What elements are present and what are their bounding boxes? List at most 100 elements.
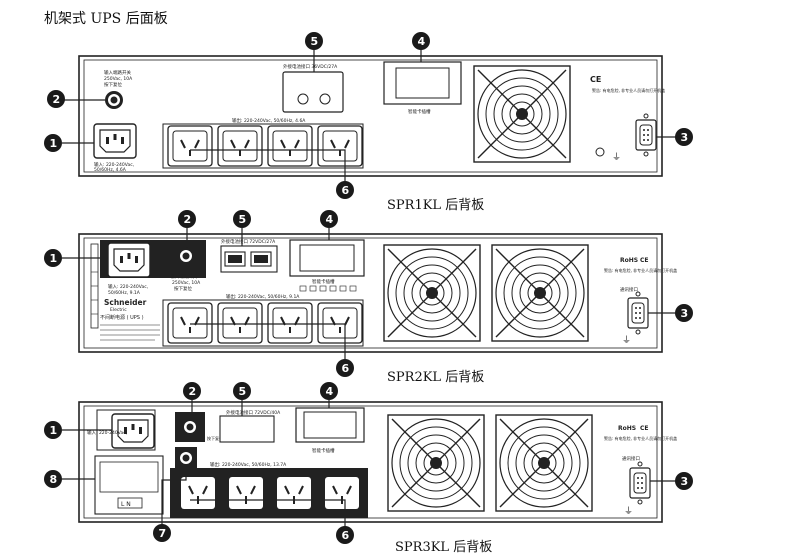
svg-text:1: 1: [50, 424, 58, 437]
outlet-icon: [223, 471, 269, 515]
battery-port-label: 外接电池接口 72VDC/27A: [221, 238, 276, 245]
input-label: 输入: 220-240Vac,: [94, 161, 134, 168]
callout-8: 8: [44, 470, 62, 488]
callout-3: 3: [675, 472, 693, 490]
brand-sub: Electric: [110, 307, 127, 313]
rohs-mark: RoHS: [620, 257, 638, 264]
svg-text:6: 6: [342, 184, 350, 197]
panel-spr3kl: 输入: 220-240Vac, 按下复位 L N 外接电池接口 72VDC/40…: [44, 382, 693, 544]
callout-4: 4: [320, 210, 338, 228]
comm-port-label: 通讯接口: [620, 286, 638, 293]
svg-text:4: 4: [418, 35, 426, 48]
caption-spr3kl: SPR3KL 后背板: [395, 540, 493, 555]
callout-6: 6: [336, 359, 354, 377]
callout-3: 3: [675, 128, 693, 146]
input-freq: 50/60Hz, 9.1A: [108, 290, 141, 296]
page-title: 机架式 UPS 后面板: [44, 11, 168, 27]
callout-4: 4: [320, 382, 338, 400]
callout-5: 5: [233, 210, 251, 228]
brand-logo: Schneider: [104, 298, 147, 307]
callout-6: 6: [336, 526, 354, 544]
product-name: 不间断电源 ( UPS ): [100, 314, 144, 321]
callout-4: 4: [412, 32, 430, 50]
svg-text:7: 7: [159, 527, 167, 540]
ground-icon: ⏚: [624, 506, 633, 517]
breaker-label: 输入端路开关: [104, 69, 131, 76]
breaker-label: 输入端路开关: [170, 273, 197, 280]
battery-connector-icon: [250, 251, 272, 267]
svg-text:6: 6: [342, 362, 350, 375]
callout-2: 2: [178, 210, 196, 228]
ac-inlet-icon: [107, 242, 151, 278]
svg-text:1: 1: [50, 252, 58, 265]
smart-slot-label: 智能卡插槽: [408, 108, 431, 115]
warning-label: 警告: 有电危险, 非专业人员请勿打开机盖: [604, 435, 677, 441]
comm-port-label: 通讯接口: [622, 455, 640, 462]
outlet-icon: [317, 125, 363, 167]
callout-2: 2: [47, 90, 65, 108]
battery-port-label: 外接电池接口 36VDC/27A: [283, 63, 338, 70]
svg-text:3: 3: [681, 307, 689, 320]
breaker-knob-icon: [105, 91, 123, 109]
callout-6: 6: [336, 181, 354, 199]
svg-text:1: 1: [50, 137, 58, 150]
ce-mark: CE: [590, 75, 601, 84]
ground-icon: ⏚: [612, 152, 621, 163]
input-freq: 50/60Hz, 4.6A: [94, 167, 127, 173]
output-label: 输出: 220-240Vac, 50/60Hz, 4.6A: [232, 117, 306, 124]
warning-label: 警告: 有电危险, 非专业人员请勿打开机盖: [604, 267, 677, 273]
svg-text:8: 8: [50, 473, 58, 486]
outlet-icon: [271, 471, 317, 515]
output-breaker-knob-icon: [177, 449, 195, 467]
outlet-icon: [267, 125, 313, 167]
svg-text:5: 5: [311, 35, 319, 48]
output-label: 输出: 220-240Vac, 50/60Hz, 13.7A: [210, 461, 287, 468]
breaker-reset: 按下复位: [174, 285, 192, 292]
comm-port-icon: [629, 461, 651, 505]
warning-label: 警告: 有电危险, 非专业人员请勿打开机盖: [592, 87, 665, 93]
svg-text:2: 2: [184, 213, 192, 226]
svg-text:2: 2: [53, 93, 61, 106]
comm-port-icon: [627, 291, 649, 335]
breaker-reset: 按下复位: [207, 435, 223, 441]
callout-7: 7: [153, 524, 171, 542]
ground-icon: ⏚: [622, 335, 631, 346]
panel-spr1kl: 输入端路开关 250Vac, 10A 按下复位 输入: 220-240Vac, …: [44, 32, 693, 199]
svg-text:5: 5: [239, 385, 247, 398]
svg-text:3: 3: [681, 131, 689, 144]
svg-text:5: 5: [239, 213, 247, 226]
callout-1: 1: [44, 249, 62, 267]
outlet-icon: [267, 302, 313, 344]
breaker-knob-icon: [177, 247, 195, 265]
panel-spr2kl: 输入端路开关 250Vac, 10A 按下复位 输入: 220-240Vac, …: [44, 210, 693, 377]
callout-5: 5: [233, 382, 251, 400]
outlet-icon: [167, 125, 213, 167]
outlet-icon: [319, 471, 365, 515]
caption-spr2kl: SPR2KL 后背板: [387, 370, 485, 385]
smart-slot-label: 智能卡插槽: [312, 447, 335, 454]
breaker-reset: 按下复位: [104, 81, 122, 88]
svg-text:6: 6: [342, 529, 350, 542]
battery-connector-icon: [224, 251, 246, 267]
battery-port-label: 外接电池接口 72VDC/40A: [226, 409, 281, 416]
callout-2: 2: [183, 382, 201, 400]
callout-1: 1: [44, 421, 62, 439]
svg-text:4: 4: [326, 385, 334, 398]
input-label: 输入: 220-240Vac,: [108, 283, 148, 290]
svg-text:2: 2: [189, 385, 197, 398]
outlet-icon: [217, 125, 263, 167]
outlet-icon: [167, 302, 213, 344]
svg-text:4: 4: [326, 213, 334, 226]
callout-1: 1: [44, 134, 62, 152]
terminal-label: L N: [121, 501, 131, 508]
ce-mark: CE: [640, 257, 649, 264]
breaker-rating: 250Vac, 10A: [104, 76, 133, 82]
callout-3: 3: [675, 304, 693, 322]
ce-mark: CE: [640, 425, 649, 432]
callout-5: 5: [305, 32, 323, 50]
outlet-icon: [317, 302, 363, 344]
breaker-rating: 250Vac, 10A: [172, 280, 201, 286]
output-label: 输出: 220-240Vac, 50/60Hz, 9.1A: [226, 293, 300, 300]
svg-text:3: 3: [681, 475, 689, 488]
